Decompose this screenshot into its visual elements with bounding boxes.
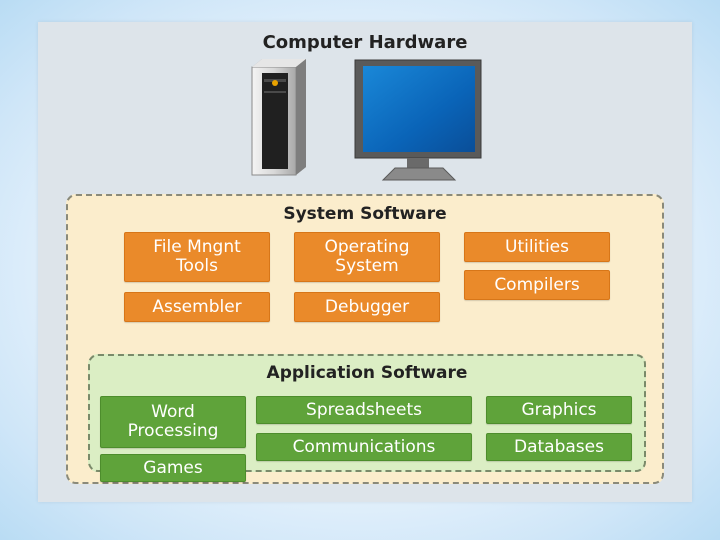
spreadsheets-box: Spreadsheets bbox=[256, 396, 472, 424]
debugger-box: Debugger bbox=[294, 292, 440, 322]
games-box: Games bbox=[100, 454, 246, 482]
compilers-box: Compilers bbox=[464, 270, 610, 300]
computer-tower-icon bbox=[251, 59, 306, 176]
communications-box: Communications bbox=[256, 433, 472, 461]
hardware-title: Computer Hardware bbox=[262, 32, 468, 53]
system-software-title: System Software bbox=[283, 204, 447, 224]
file-management-tools-box: File Mngnt Tools bbox=[124, 232, 270, 282]
assembler-box: Assembler bbox=[124, 292, 270, 322]
databases-box: Databases bbox=[486, 433, 632, 461]
system-software-panel: System Software File Mngnt Tools Operati… bbox=[66, 194, 664, 484]
slide: Computer Hardware bbox=[38, 22, 692, 502]
operating-system-box: Operating System bbox=[294, 232, 440, 282]
word-processing-box: Word Processing bbox=[100, 396, 246, 448]
graphics-box: Graphics bbox=[486, 396, 632, 424]
utilities-box: Utilities bbox=[464, 232, 610, 262]
application-software-panel: Application Software Word Processing Spr… bbox=[88, 354, 646, 482]
monitor-icon bbox=[354, 59, 482, 181]
application-software-title: Application Software bbox=[266, 363, 468, 383]
